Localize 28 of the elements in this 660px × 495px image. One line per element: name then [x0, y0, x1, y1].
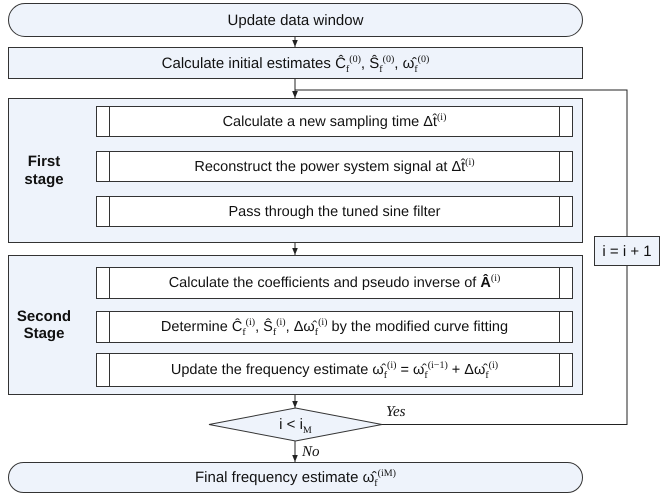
node-label: i = i + 1 [602, 242, 652, 260]
process-box [96, 311, 573, 343]
terminal-box [8, 3, 583, 37]
node-label: Reconstruct the power system signal at Δt̂$^{(i)}$ [194, 158, 475, 174]
connector-arrow [292, 440, 298, 462]
connector-arrow [292, 394, 298, 408]
process-box [96, 353, 573, 387]
edge-label: Yes [386, 404, 406, 420]
stage-panel [8, 255, 583, 395]
node-label: Calculate a new sampling time Δt̂$^{(i)}$ [222, 114, 446, 130]
process-box [594, 236, 660, 266]
stage-label: First stage [23, 153, 65, 188]
process-box [96, 106, 573, 137]
connector-arrow [292, 242, 298, 256]
node-label: Update data window [228, 12, 364, 28]
connector-arrow [292, 90, 628, 236]
connector-arrow [292, 36, 298, 48]
terminal-box [8, 462, 583, 493]
process-box [96, 267, 573, 299]
stage-panel [8, 98, 583, 243]
stage-label: Second Stage [16, 308, 72, 342]
node-label: Determine Ĉ$_{f}$$^{(i)}$, Ŝ$_{f}$$^{(i)}$, Δω̂$_{f}$$^{(i)}$ by the modified curve fitting [160, 319, 508, 335]
process-box [8, 47, 583, 79]
node-label: Pass through the tuned sine filter [228, 204, 440, 220]
node-label: Calculate the coefficients and pseudo inverse of Â$^{(i)}$ [168, 275, 500, 291]
node-label: i < i$_{M}$ [279, 416, 312, 433]
process-box [96, 151, 573, 182]
process-box [96, 196, 573, 227]
